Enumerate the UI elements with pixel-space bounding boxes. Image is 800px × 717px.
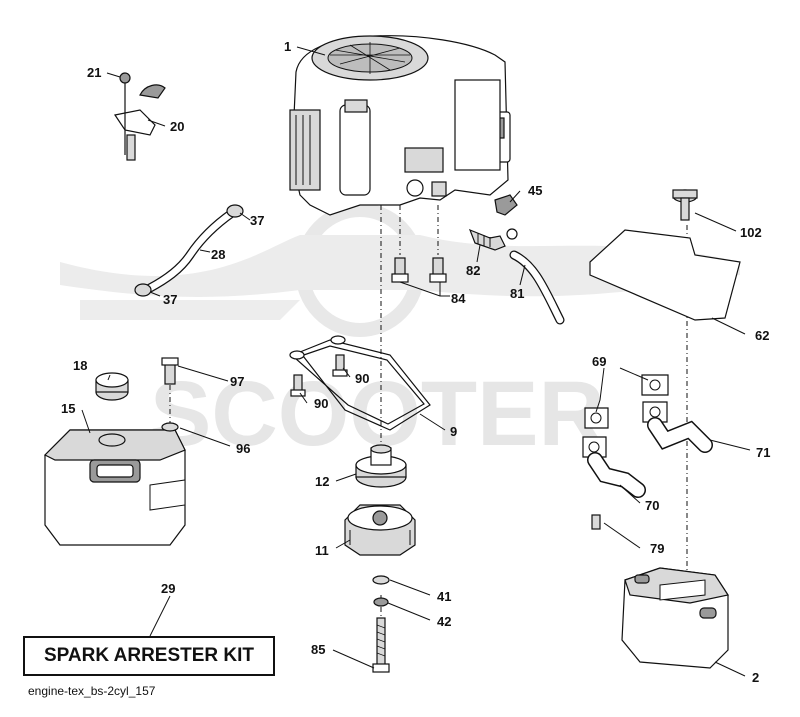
callout-81: 81	[510, 286, 524, 301]
callout-97: 97	[230, 374, 244, 389]
spark-arrester-kit-label: SPARK ARRESTER KIT	[23, 636, 275, 676]
clutch-part-11	[344, 504, 416, 556]
callout-45: 45	[528, 183, 542, 198]
bolt-part-97	[161, 357, 179, 385]
callout-42: 42	[437, 614, 451, 629]
callout-41: 41	[437, 589, 451, 604]
callout-21: 21	[87, 65, 101, 80]
callout-labels: 1 21 20 45 37 28 37 82 81 84 102 62 69 7…	[61, 39, 770, 685]
knob-part-102	[672, 189, 698, 221]
fitting-part-82	[468, 228, 518, 251]
callout-85: 85	[311, 642, 325, 657]
exhaust-pipe-part-71	[647, 417, 713, 453]
callout-28: 28	[211, 247, 225, 262]
callout-102: 102	[740, 225, 762, 240]
clamp-part-37	[134, 204, 244, 297]
bolt-part-79	[591, 514, 601, 530]
bolt-part-85	[372, 617, 390, 673]
callout-90-upper: 90	[355, 371, 369, 386]
callout-15: 15	[61, 401, 75, 416]
fuel-tank-part-15	[43, 429, 186, 546]
callout-18: 18	[73, 358, 87, 373]
callout-96: 96	[236, 441, 250, 456]
bracket-part-20	[114, 80, 166, 161]
gaskets-part-69	[582, 374, 669, 458]
pulley-part-12	[355, 444, 407, 488]
callout-79: 79	[650, 541, 664, 556]
diagram-caption: engine-tex_bs-2cyl_157	[28, 684, 156, 698]
callout-37-top: 37	[250, 213, 264, 228]
screw-part-21	[119, 72, 131, 84]
callout-37-bottom: 37	[163, 292, 177, 307]
bracket-part-9	[289, 335, 431, 431]
washer-part-96	[161, 422, 179, 432]
callout-2: 2	[752, 670, 759, 685]
exhaust-pipe-part-70	[587, 452, 646, 498]
fuel-hose-part-28	[145, 208, 237, 293]
shield-part-62	[589, 229, 741, 321]
callout-84: 84	[451, 291, 466, 306]
callout-29: 29	[161, 581, 175, 596]
hose-part-81	[509, 250, 565, 325]
callout-1: 1	[284, 39, 291, 54]
callout-70: 70	[645, 498, 659, 513]
washer-part-42	[373, 597, 389, 607]
callout-20: 20	[170, 119, 184, 134]
callout-11: 11	[315, 543, 329, 558]
washer-part-41	[372, 575, 390, 585]
muffler-part-2	[621, 567, 729, 669]
callout-12: 12	[315, 474, 329, 489]
callout-82: 82	[466, 263, 480, 278]
callout-62: 62	[755, 328, 769, 343]
leader-lines	[81, 46, 751, 677]
engine-part-1	[289, 35, 511, 216]
callout-69: 69	[592, 354, 606, 369]
callout-9: 9	[450, 424, 457, 439]
bolts-part-90	[290, 354, 348, 397]
callout-90-lower: 90	[314, 396, 328, 411]
callout-71: 71	[756, 445, 770, 460]
fuel-cap-part-18	[95, 372, 129, 401]
